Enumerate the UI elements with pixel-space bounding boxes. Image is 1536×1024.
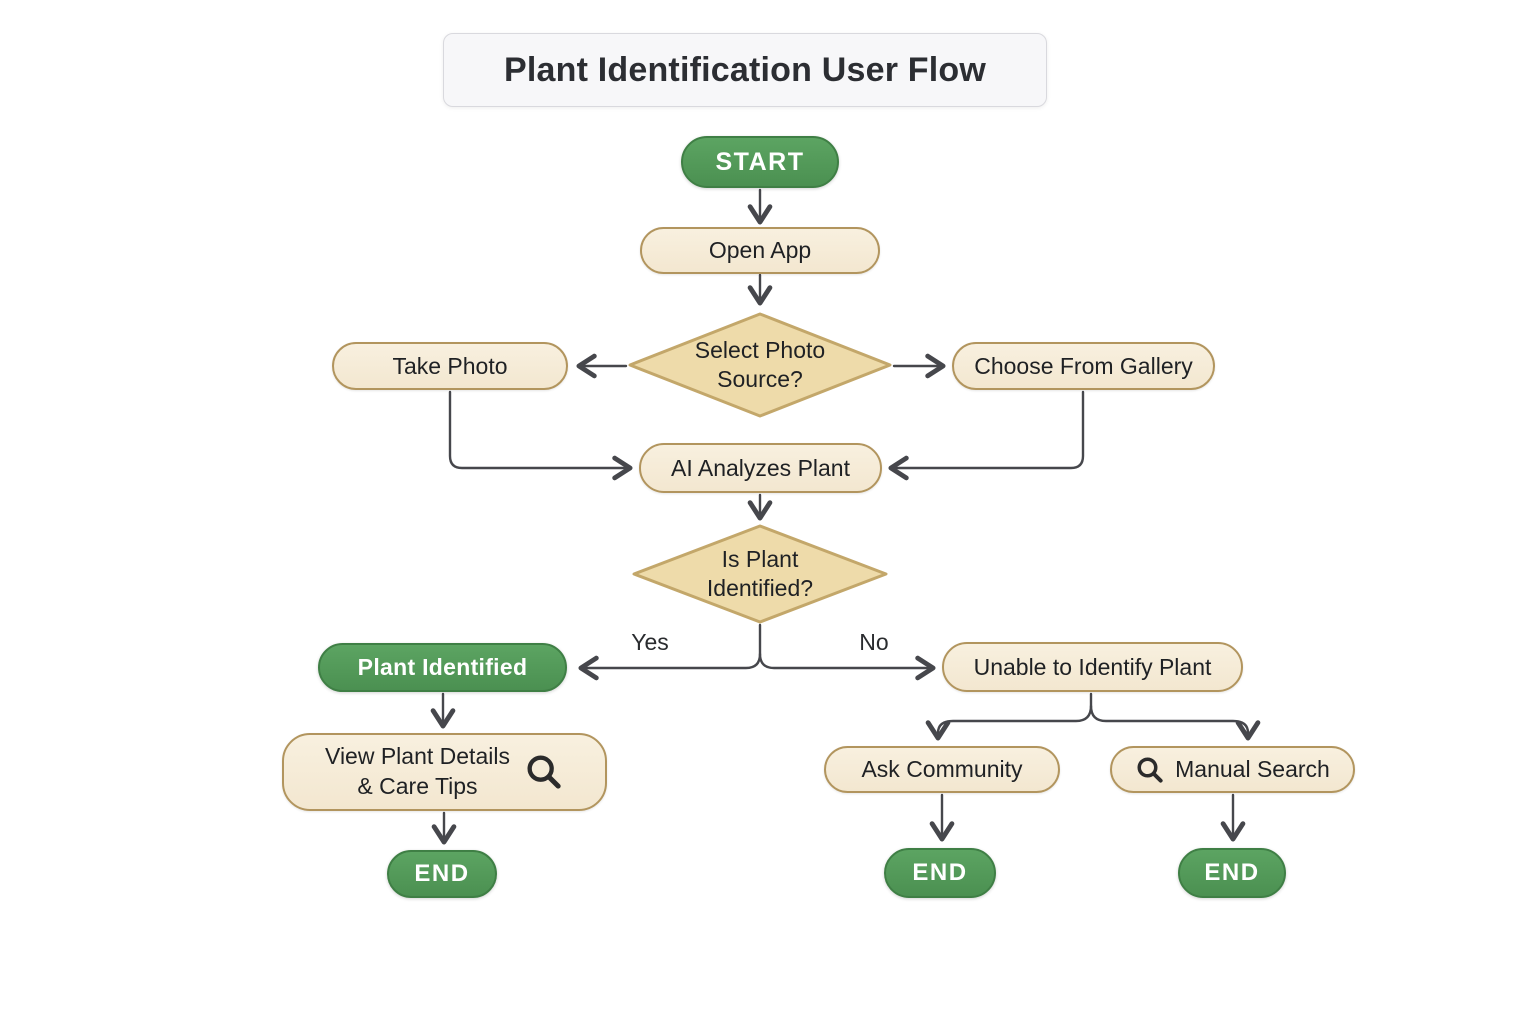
end-node-right: END	[1178, 848, 1286, 898]
ai-analyzes-plant-node: AI Analyzes Plant	[639, 443, 882, 493]
choose-from-gallery-node: Choose From Gallery	[952, 342, 1215, 390]
end-label: END	[414, 860, 470, 887]
select-photo-source-decision: Select Photo Source?	[625, 309, 895, 421]
take-photo-label: Take Photo	[392, 352, 508, 379]
search-icon	[1137, 757, 1163, 783]
is-plant-identified-line1: Is Plant	[721, 546, 799, 573]
manual-search-label: Manual Search	[1175, 756, 1330, 782]
end-label: END	[912, 859, 968, 886]
start-label: START	[715, 147, 805, 176]
no-label: No	[859, 629, 889, 655]
edge-unable-manualsearch	[1089, 704, 1261, 741]
start-node: START	[681, 136, 839, 188]
open-app-label: Open App	[708, 237, 812, 263]
select-photo-source-line2: Source?	[717, 366, 803, 392]
unable-to-identify-node: Unable to Identify Plant	[942, 642, 1243, 692]
end-label: END	[1204, 859, 1260, 886]
search-icon	[527, 755, 561, 789]
flow-title-box: Plant Identification User Flow	[443, 33, 1047, 107]
ask-community-node: Ask Community	[824, 746, 1060, 793]
yes-label: Yes	[631, 629, 669, 655]
take-photo-node: Take Photo	[332, 342, 568, 390]
end-node-left: END	[387, 850, 497, 898]
end-node-center: END	[884, 848, 996, 898]
open-app-node: Open App	[640, 227, 880, 274]
edge-gallery-ai	[888, 390, 1085, 481]
is-plant-identified-line2: Identified?	[706, 575, 814, 601]
plant-identified-node: Plant Identified	[318, 643, 567, 692]
plant-identified-label: Plant Identified	[357, 654, 528, 680]
manual-search-node: Manual Search	[1110, 746, 1355, 793]
view-plant-details-line2: & Care Tips	[357, 773, 478, 799]
select-photo-source-line1: Select Photo	[694, 337, 826, 364]
view-plant-details-line1: View Plant Details	[325, 743, 510, 770]
unable-to-identify-label: Unable to Identify Plant	[973, 653, 1212, 680]
ask-community-label: Ask Community	[861, 756, 1023, 782]
is-plant-identified-decision: Is Plant Identified?	[630, 522, 890, 626]
ai-analyzes-plant-label: AI Analyzes Plant	[671, 454, 850, 481]
choose-from-gallery-label: Choose From Gallery	[974, 352, 1193, 379]
edge-unable-community	[925, 692, 1093, 741]
flow-title: Plant Identification User Flow	[503, 50, 987, 89]
view-plant-details-node: View Plant Details & Care Tips	[282, 733, 607, 811]
edge-no-branch	[758, 652, 936, 681]
edge-takephoto-ai	[448, 390, 633, 481]
